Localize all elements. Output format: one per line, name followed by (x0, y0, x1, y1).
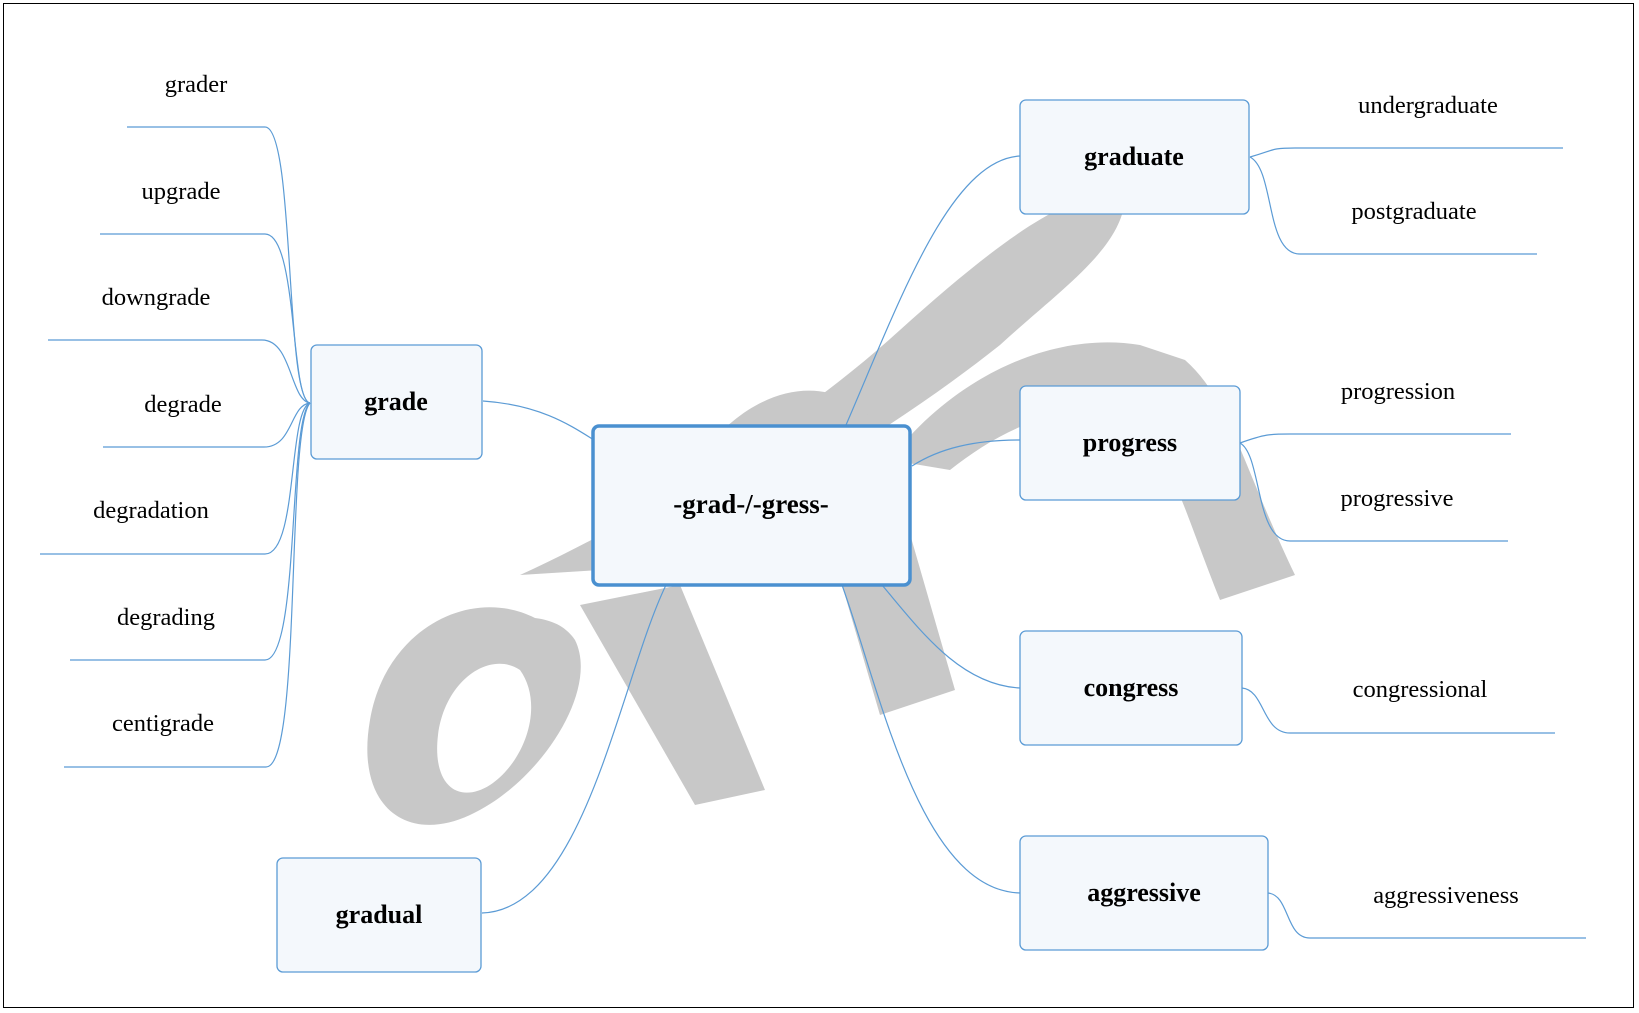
leaf-progression[interactable]: progression (1341, 378, 1455, 405)
leaf-congressional[interactable]: congressional (1353, 676, 1488, 703)
leaf-grader[interactable]: grader (165, 71, 228, 98)
connector-aggressiveness (1267, 892, 1586, 939)
grade-leaves: grader upgrade downgrade degrade degrada… (93, 71, 227, 737)
connector-progression (1239, 433, 1511, 444)
connector-center-congress (881, 584, 1021, 689)
diagram-frame (3, 3, 1634, 1008)
watermark-letter-o (367, 607, 581, 825)
leaf-centigrade[interactable]: centigrade (112, 710, 214, 737)
connector-degradation (40, 402, 311, 555)
node-graduate-label: graduate (1084, 142, 1184, 171)
leaf-progressive[interactable]: progressive (1341, 485, 1454, 512)
node-congress-label: congress (1084, 673, 1179, 702)
connector-congressional (1241, 687, 1555, 734)
leaf-downgrade[interactable]: downgrade (102, 284, 211, 311)
center-connectors (481, 155, 1021, 914)
leaf-degrade[interactable]: degrade (144, 391, 222, 418)
connector-center-graduate (845, 155, 1021, 426)
connector-center-grade (482, 400, 595, 441)
grade-leaf-connectors (40, 126, 311, 768)
connector-center-aggressive (841, 584, 1021, 894)
node-gradual-label: gradual (336, 900, 423, 929)
connector-postgraduate (1249, 156, 1537, 255)
watermark-swoosh (520, 196, 1125, 576)
connector-progressive (1239, 442, 1508, 542)
connector-center-progress (911, 439, 1021, 467)
leaf-aggressiveness[interactable]: aggressiveness (1373, 882, 1519, 909)
leaf-undergraduate[interactable]: undergraduate (1358, 92, 1498, 119)
right-leaf-connectors (1239, 147, 1586, 939)
connector-degrade (103, 402, 311, 448)
connector-degrading (70, 402, 311, 661)
node-aggressive-label: aggressive (1087, 878, 1201, 907)
node-graduate[interactable]: graduate (1019, 99, 1250, 215)
connector-center-gradual (481, 584, 667, 914)
connector-upgrade (100, 233, 311, 404)
connector-undergraduate (1249, 147, 1563, 158)
node-center[interactable]: -grad-/-gress- (591, 424, 912, 587)
connector-grader (127, 126, 311, 404)
node-grade[interactable]: grade (310, 344, 483, 460)
leaf-postgraduate[interactable]: postgraduate (1351, 198, 1476, 225)
connector-centigrade (64, 402, 311, 768)
center-label: -grad-/-gress- (673, 489, 828, 519)
node-congress[interactable]: congress (1019, 630, 1243, 746)
watermark-letter-f (580, 585, 765, 805)
node-aggressive[interactable]: aggressive (1019, 835, 1269, 951)
node-progress[interactable]: progress (1019, 385, 1241, 501)
right-leaves: undergraduate postgraduate progression p… (1341, 92, 1519, 909)
leaf-upgrade[interactable]: upgrade (142, 178, 221, 205)
node-gradual[interactable]: gradual (276, 857, 482, 973)
leaf-degradation[interactable]: degradation (93, 497, 209, 524)
node-progress-label: progress (1083, 428, 1177, 457)
leaf-degrading[interactable]: degrading (117, 604, 215, 631)
connector-downgrade (48, 339, 311, 404)
node-grade-label: grade (364, 387, 428, 416)
